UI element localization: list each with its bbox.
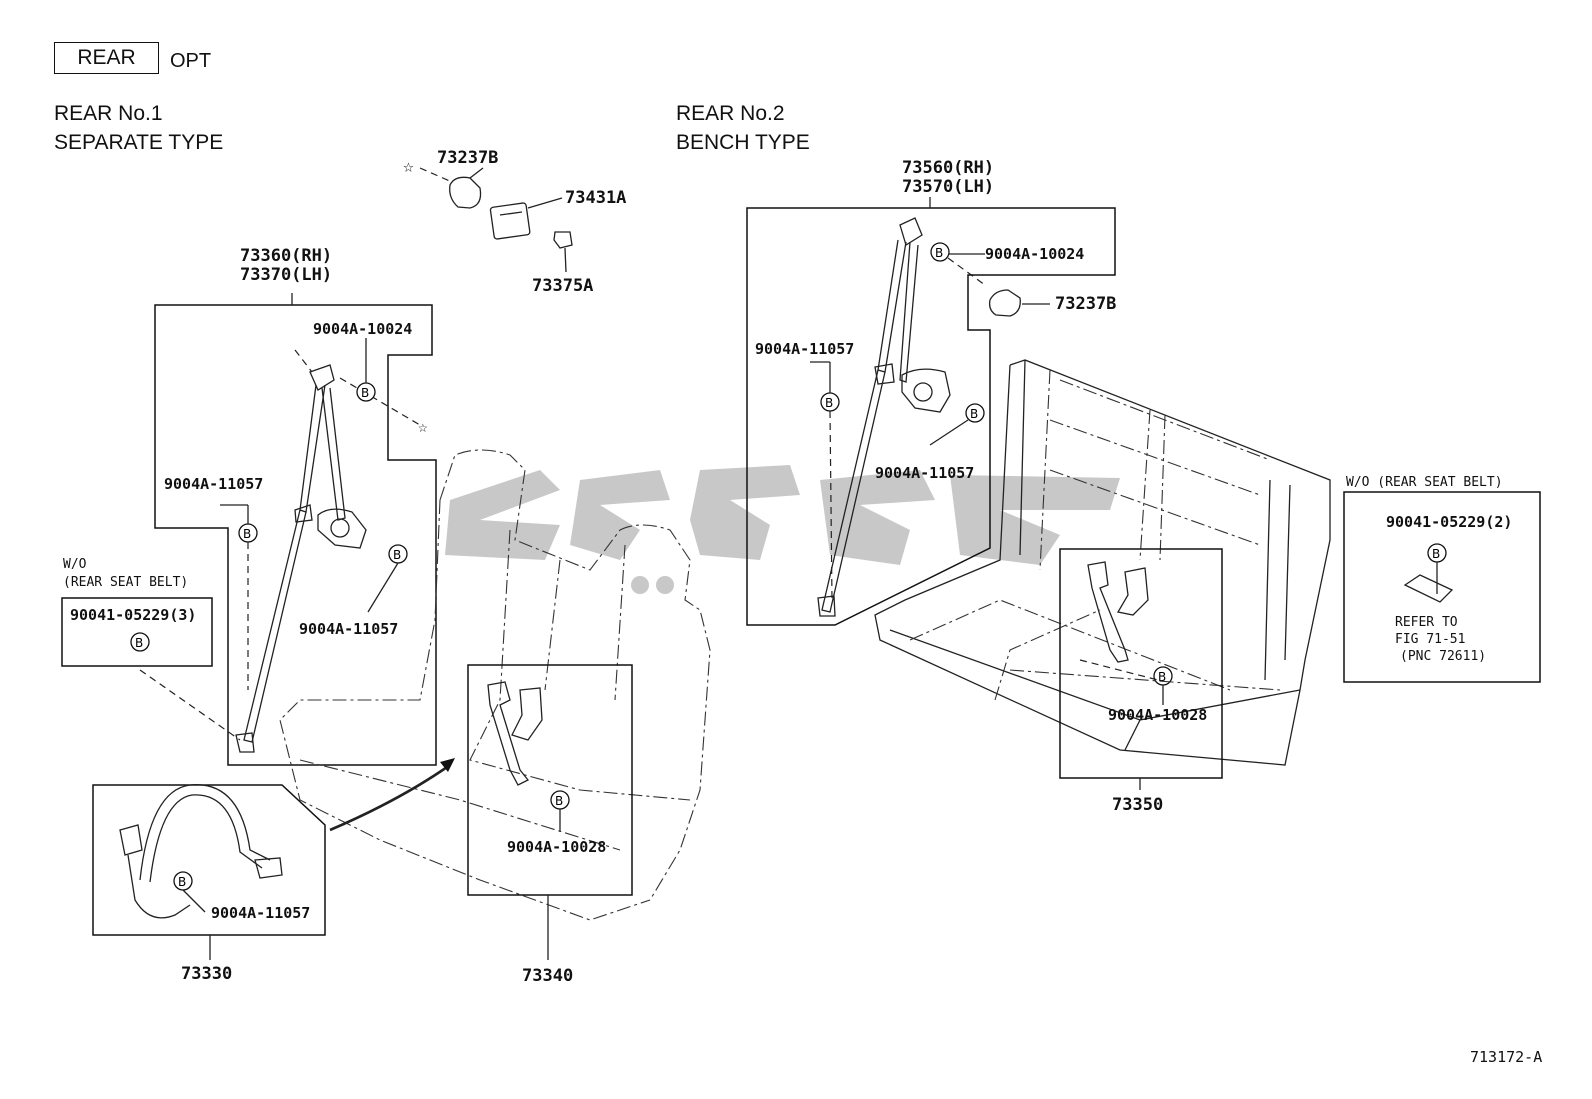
left-section-title: REAR No.1 <box>54 102 163 125</box>
svg-text:B: B <box>1158 670 1166 684</box>
wo-right-line1: W/O (REAR SEAT BELT) <box>1346 475 1503 490</box>
svg-text:B: B <box>1432 547 1440 561</box>
part-73360-rh: 73360(RH) <box>240 246 333 266</box>
part-9004a-10028-right: 9004A-10028 <box>1108 706 1208 724</box>
wo-right-ref3: (PNC 72611) <box>1400 649 1487 664</box>
svg-text:B: B <box>555 794 563 808</box>
svg-text:B: B <box>393 548 401 562</box>
figure-id: 713172-A <box>1470 1048 1543 1066</box>
svg-text:B: B <box>970 407 978 421</box>
wo-right-part: 90041-05229(2) <box>1386 513 1513 531</box>
part-9004a-11057-right-2: 9004A-11057 <box>875 464 975 482</box>
part-9004a-10024-left: 9004A-10024 <box>313 320 413 338</box>
svg-text:B: B <box>135 636 143 650</box>
wo-right-ref2: FIG 71-51 <box>1395 632 1466 647</box>
opt-label: OPT <box>170 50 212 72</box>
left-section-subtitle: SEPARATE TYPE <box>54 131 224 154</box>
bench-seat-outline <box>874 359 1331 766</box>
part-9004a-11057-right-1: 9004A-11057 <box>755 340 855 358</box>
part-73350: 73350 <box>1112 795 1164 815</box>
part-9004a-10024-right: 9004A-10024 <box>985 245 1085 263</box>
svg-text:☆: ☆ <box>418 417 428 436</box>
part-9004a-11057-left-1: 9004A-11057 <box>164 475 264 493</box>
part-73570-lh: 73570(LH) <box>902 177 995 197</box>
watermark-logo <box>445 465 1120 594</box>
wo-right-ref1: REFER TO <box>1395 615 1458 630</box>
left-seatbelt-assembly: ☆ <box>235 349 428 753</box>
part-73370-lh: 73370(LH) <box>240 265 333 285</box>
svg-text:B: B <box>178 875 186 889</box>
part-73237b-right: 73237B <box>1055 294 1117 314</box>
part-73560-rh: 73560(RH) <box>902 158 995 178</box>
svg-text:B: B <box>935 246 943 260</box>
svg-text:B: B <box>825 396 833 410</box>
svg-text:B: B <box>361 386 369 400</box>
right-section-subtitle: BENCH TYPE <box>676 131 810 154</box>
star-icon: ☆ <box>403 156 414 177</box>
left-seat-outline <box>279 449 711 921</box>
rear-tag-box: REAR <box>54 42 159 74</box>
part-9004a-11057-left-2: 9004A-11057 <box>299 620 399 638</box>
svg-text:B: B <box>243 527 251 541</box>
part-73237b-top: 73237B <box>437 148 499 168</box>
wo-left-line1: W/O <box>63 557 87 572</box>
part-73330: 73330 <box>181 964 233 984</box>
buckle-73330 <box>119 784 283 919</box>
right-section-title: REAR No.2 <box>676 102 785 125</box>
part-73375a: 73375A <box>532 276 594 296</box>
part-9004a-11057-73330: 9004A-11057 <box>211 904 311 922</box>
right-seatbelt-assembly <box>817 217 951 617</box>
wo-left-part: 90041-05229(3) <box>70 606 197 624</box>
part-9004a-10028-left: 9004A-10028 <box>507 838 607 856</box>
wo-left-line2: (REAR SEAT BELT) <box>63 575 189 590</box>
top-small-parts: ☆ <box>403 156 573 273</box>
part-73340: 73340 <box>522 966 574 986</box>
part-73431a: 73431A <box>565 188 627 208</box>
